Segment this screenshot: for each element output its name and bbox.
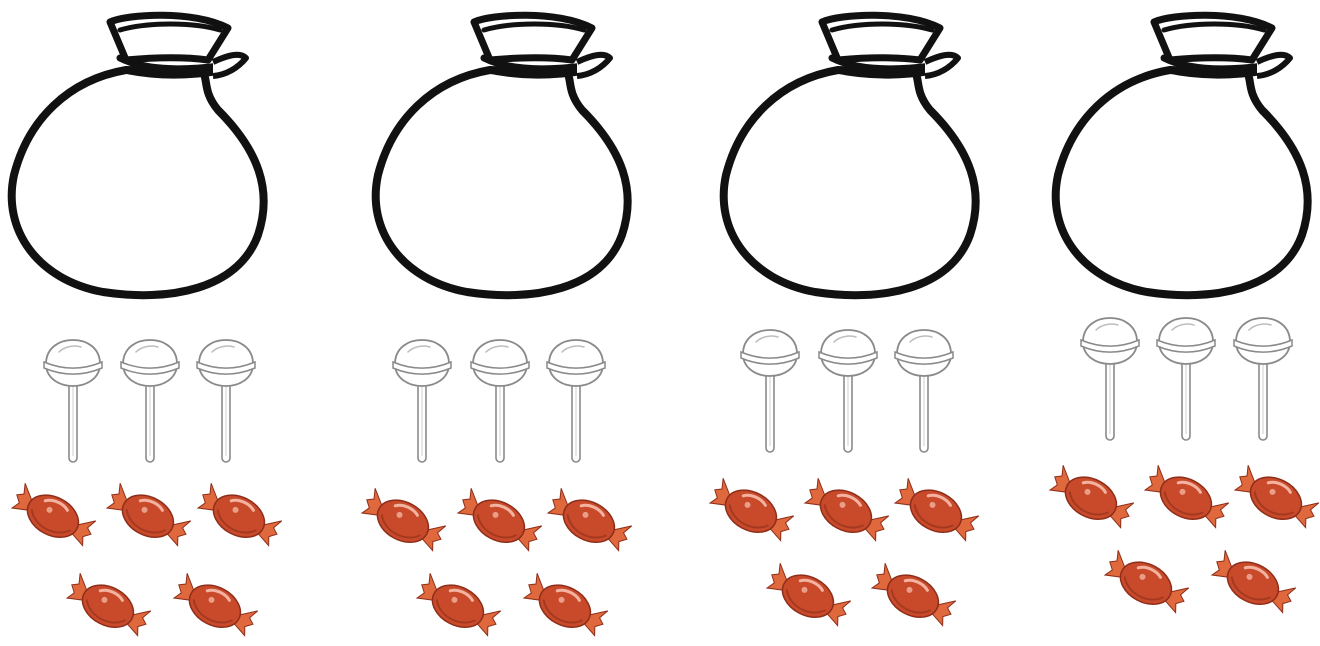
wrapped-candy-icon [7, 480, 99, 553]
lollipop-icon [197, 340, 255, 462]
candy-group-1 [7, 15, 285, 642]
lollipop-icon [1234, 318, 1292, 440]
lollipop-row [741, 330, 953, 452]
lollipop-icon [1081, 318, 1139, 440]
sack-icon [724, 15, 976, 295]
lollipop-icon [44, 340, 102, 462]
candy-cluster [705, 475, 982, 633]
wrapped-candy-icon [412, 570, 504, 643]
wrapped-candy-icon [800, 475, 892, 548]
candy-cluster [1045, 462, 1320, 620]
lollipop-icon [895, 330, 953, 452]
wrapped-candy-icon [1207, 547, 1299, 620]
wrapped-candy-icon [453, 485, 545, 558]
wrapped-candy-icon [1140, 462, 1232, 535]
wrapped-candy-icon [1045, 462, 1137, 535]
wrapped-candy-icon [519, 570, 611, 643]
lollipop-icon [741, 330, 799, 452]
lollipop-icon [121, 340, 179, 462]
lollipop-row [44, 340, 255, 462]
candy-group-2 [357, 15, 635, 642]
candy-cluster [7, 480, 285, 643]
sack-icon [12, 15, 264, 295]
sack-icon [376, 15, 628, 295]
lollipop-icon [1157, 318, 1215, 440]
wrapped-candy-icon [193, 480, 285, 553]
lollipop-row [393, 340, 605, 462]
wrapped-candy-icon [890, 475, 982, 548]
wrapped-candy-icon [62, 570, 154, 643]
wrapped-candy-icon [543, 485, 635, 558]
lollipop-icon [547, 340, 605, 462]
wrapped-candy-icon [169, 570, 261, 643]
wrapped-candy-icon [357, 485, 449, 558]
wrapped-candy-icon [102, 480, 194, 553]
candy-group-3 [705, 15, 982, 632]
wrapped-candy-icon [1230, 462, 1320, 535]
lollipop-icon [819, 330, 877, 452]
lollipop-row [1081, 318, 1292, 440]
wrapped-candy-icon [867, 560, 959, 633]
lollipop-icon [471, 340, 529, 462]
wrapped-candy-icon [1100, 547, 1192, 620]
wrapped-candy-icon [762, 560, 854, 633]
candy-cluster [357, 485, 635, 643]
wrapped-candy-icon [705, 475, 797, 548]
candy-group-4 [1045, 15, 1320, 619]
sack-icon [1056, 15, 1308, 295]
lollipop-icon [393, 340, 451, 462]
